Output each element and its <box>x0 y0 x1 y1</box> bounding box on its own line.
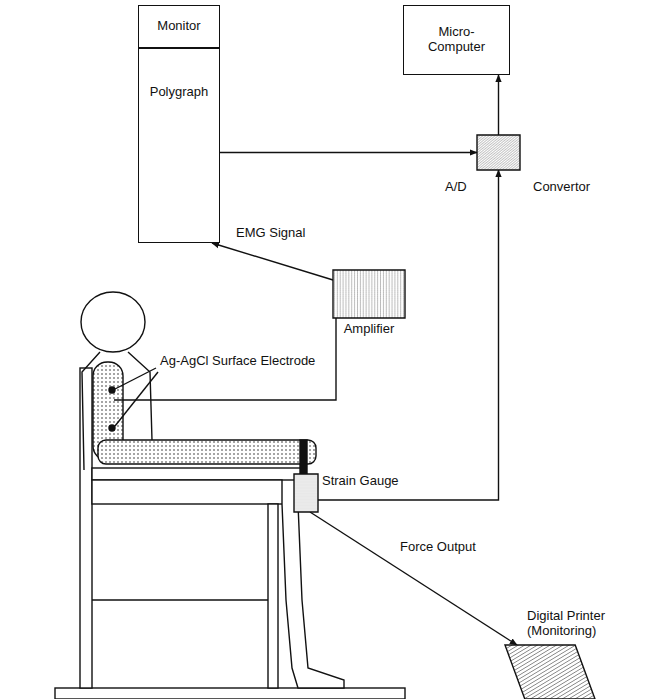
signal-connector <box>318 170 499 500</box>
printer-shape <box>505 645 595 699</box>
node-text: Monitor <box>157 19 200 34</box>
chair-frame <box>92 480 282 504</box>
strain-gauge-outline <box>294 474 318 512</box>
signal-connector <box>498 75 499 135</box>
strain-gauge-shape <box>294 474 318 512</box>
subject-head <box>81 292 145 352</box>
converter-box: A/DConvertor <box>477 135 520 170</box>
floor-plate <box>55 688 405 699</box>
signal-connector <box>220 152 477 153</box>
leader-line <box>115 368 156 389</box>
signal-label: Force Output <box>400 540 476 555</box>
strain-gauge: Strain Gauge <box>294 474 318 512</box>
amplifier-box-shape <box>333 270 405 318</box>
load-bar <box>300 440 307 474</box>
polygraph-box: Polygraph <box>138 48 220 243</box>
signal-connector <box>212 243 333 280</box>
node-text: Strain Gauge <box>322 474 399 489</box>
signal-label: EMG Signal <box>236 226 305 241</box>
node-text: Polygraph <box>150 85 209 242</box>
node-text: Micro- Computer <box>421 25 493 55</box>
subject-leg <box>282 504 344 688</box>
electrode <box>109 387 115 393</box>
amplifier-box: Amplifier <box>333 270 405 318</box>
chair-front-leg <box>268 504 278 688</box>
computer-box: Micro- Computer <box>403 5 510 75</box>
chair-crossbar <box>92 599 268 600</box>
converter-box-outline <box>477 135 520 170</box>
node-text: Convertor <box>533 180 590 195</box>
chair-seat <box>92 468 304 480</box>
chair-back <box>80 368 92 688</box>
signal-connector <box>310 512 517 645</box>
electrode <box>109 425 115 431</box>
electrode-wire <box>114 318 336 400</box>
monitor-box: Monitor <box>138 5 220 48</box>
forearm <box>98 440 316 464</box>
printer-box: Digital Printer (Monitoring) <box>505 645 595 699</box>
amplifier-box-outline <box>333 270 405 318</box>
node-text: Amplifier <box>333 322 405 337</box>
leader-line <box>115 372 158 426</box>
node-text: A/D <box>445 180 467 195</box>
node-text: Digital Printer (Monitoring) <box>527 609 627 639</box>
part-label: Ag-AgCl Surface Electrode <box>160 354 315 369</box>
printer-box-outline <box>505 645 595 699</box>
converter-box-shape <box>477 135 520 170</box>
